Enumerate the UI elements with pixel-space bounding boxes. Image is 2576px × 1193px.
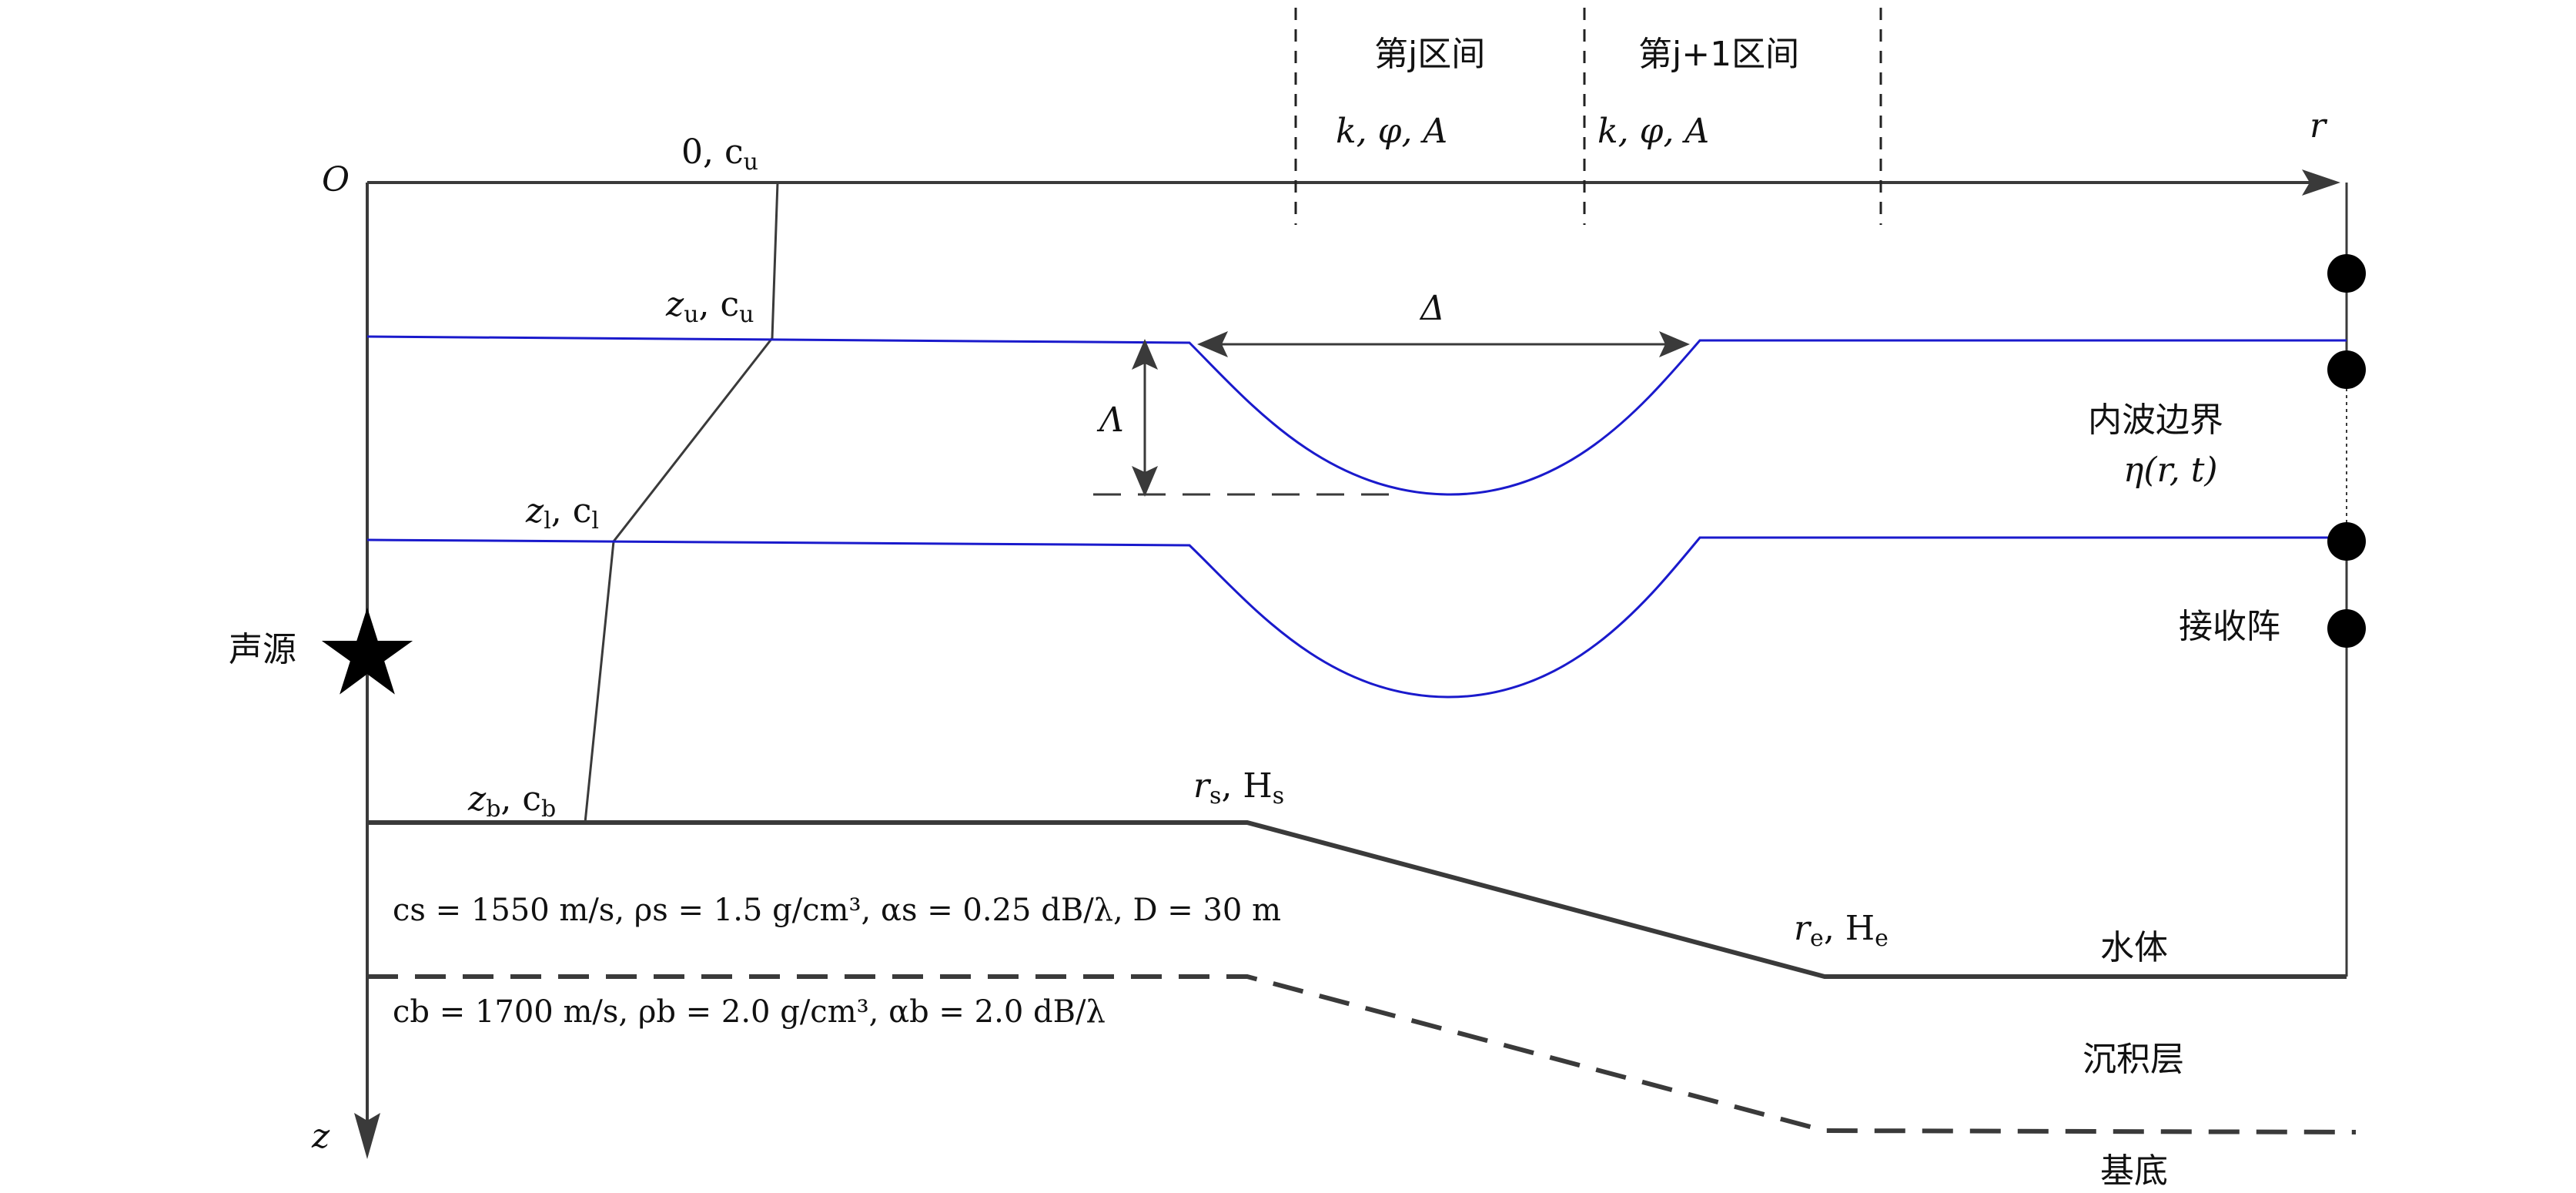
- params-j-label: k, φ, A: [1336, 112, 1447, 151]
- basement-params-label: cb = 1700 m/s, ρb = 2.0 g/cm³, αb = 2.0 …: [393, 994, 1106, 1030]
- upper-interface: [366, 335, 2347, 496]
- interval-j1-label: 第j+1区间: [1638, 35, 1799, 74]
- iw-boundary-label: 内波边界: [2088, 400, 2223, 440]
- receiver-dot-icon: [2327, 350, 2366, 389]
- z-axis-arrow-icon: [354, 1113, 380, 1159]
- zl-cl-label: zl, cl: [525, 491, 599, 535]
- surface-speed-label: 0, cu: [681, 132, 758, 176]
- receiver-dot-icon: [2327, 609, 2366, 648]
- receiver-dot-icon: [2327, 522, 2366, 561]
- water-label: 水体: [2100, 928, 2168, 967]
- zu-cu-label: zu, cu: [665, 285, 754, 328]
- re-he-label: re, He: [1794, 909, 1889, 952]
- lambda-arrow-top-icon: [1132, 339, 1158, 370]
- source-label: 声源: [229, 630, 296, 669]
- lambda-arrow-bottom-icon: [1132, 466, 1158, 497]
- zb-cb-label: zb, cb: [467, 779, 556, 823]
- receiver-label: 接收阵: [2179, 607, 2280, 646]
- receiver-dot-icon: [2327, 254, 2366, 293]
- delta-label: Δ: [1419, 289, 1445, 328]
- delta-arrow-left-icon: [1197, 331, 1228, 357]
- eta-label: η(r, t): [2123, 451, 2218, 490]
- delta-arrow-right-icon: [1659, 331, 1690, 357]
- r-axis-label: r: [2310, 106, 2328, 146]
- rs-hs-label: rs, Hs: [1193, 766, 1284, 809]
- sediment-params-label: cs = 1550 m/s, ρs = 1.5 g/cm³, αs = 0.25…: [393, 893, 1281, 928]
- sediment-label: 沉积层: [2083, 1040, 2184, 1079]
- sediment-bottom-line: [367, 974, 2357, 1134]
- seafloor-line: [367, 820, 2347, 979]
- lower-interface: [366, 536, 2347, 699]
- z-axis-label: z: [311, 1117, 330, 1156]
- interval-j-label: 第j区间: [1374, 35, 1485, 74]
- r-axis-arrow-icon: [2302, 169, 2340, 196]
- origin-label: O: [322, 160, 350, 199]
- star-icon: [321, 607, 413, 695]
- lambda-label: Λ: [1096, 400, 1124, 440]
- params-j1-label: k, φ, A: [1597, 112, 1709, 151]
- basement-label: 基底: [2100, 1151, 2168, 1191]
- sound-speed-profile: [584, 182, 779, 823]
